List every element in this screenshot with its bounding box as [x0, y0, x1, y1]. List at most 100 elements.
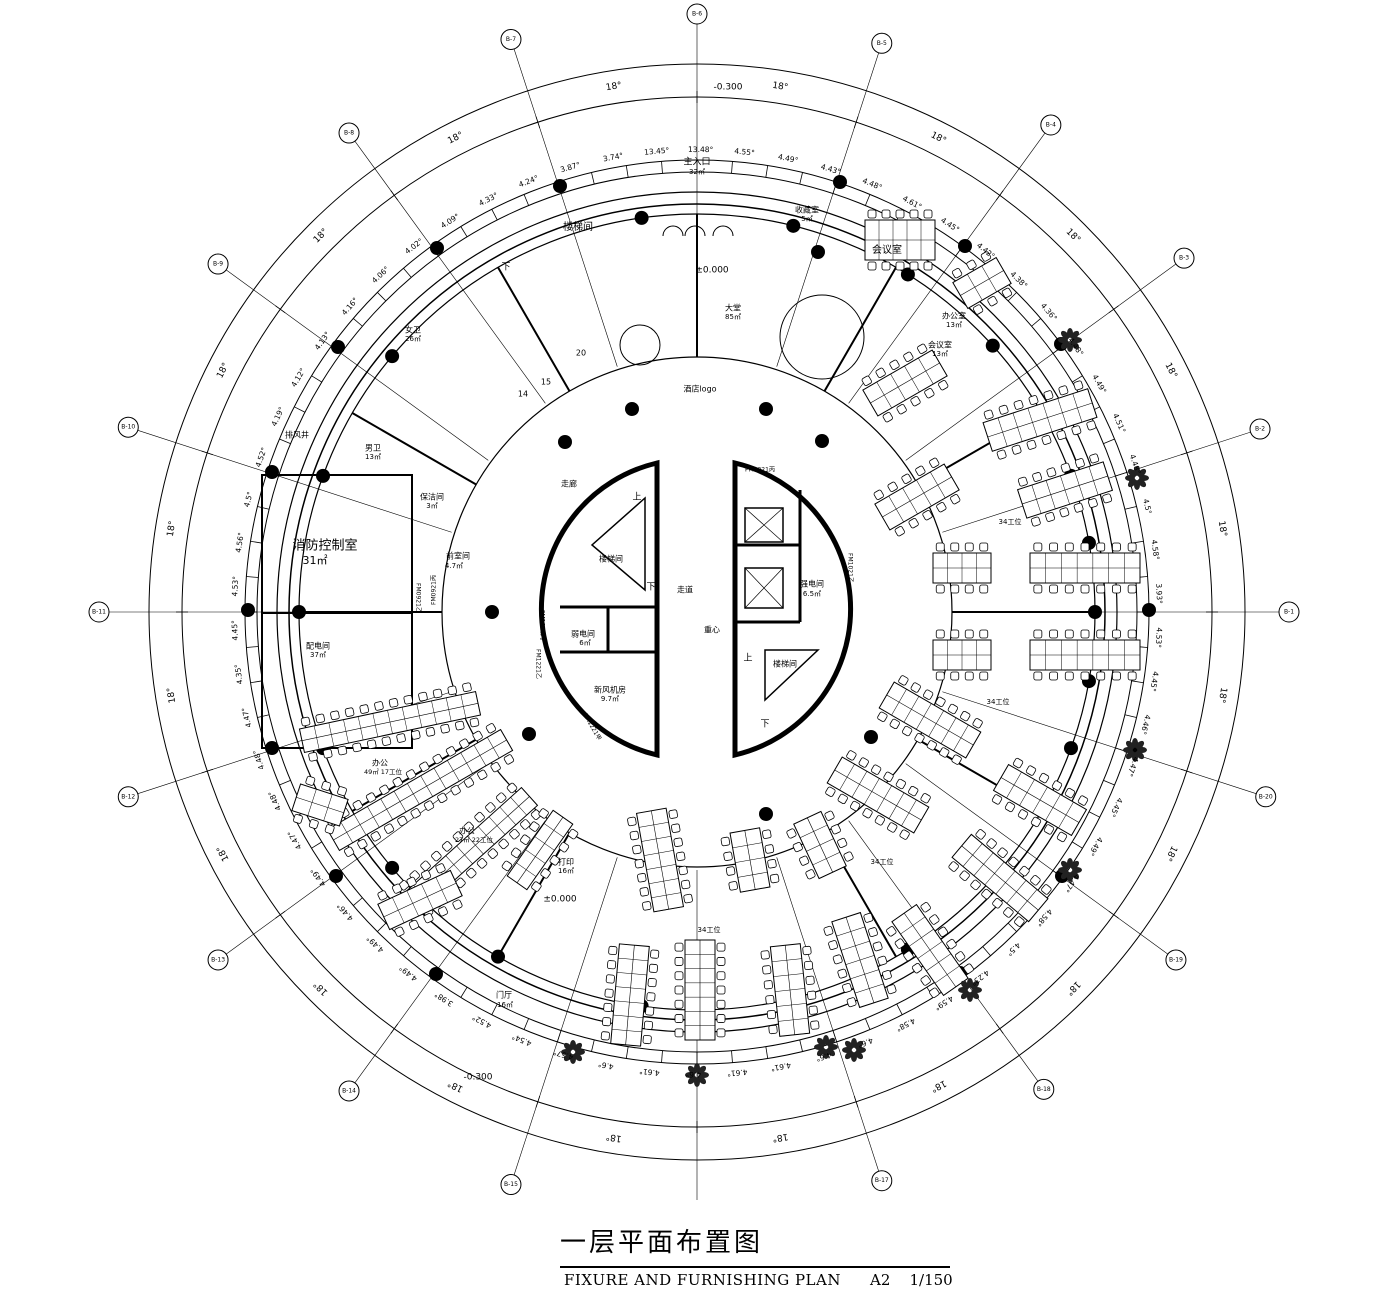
inner-dim-label: 4.52°	[470, 1013, 493, 1031]
room-label-office-a: 办公室	[942, 311, 966, 321]
chair	[980, 251, 992, 262]
dim-tick	[491, 1003, 498, 1015]
chair	[352, 800, 363, 811]
desk-divider	[328, 722, 335, 747]
radial-wall	[497, 266, 571, 392]
chair	[418, 691, 428, 702]
chair	[423, 913, 434, 924]
room-label-print-area: 16㎡	[558, 867, 574, 875]
chair	[716, 1028, 726, 1038]
desk-divider	[995, 870, 1016, 895]
axis-bubble	[1165, 949, 1187, 971]
dim-tick	[556, 181, 562, 194]
room-label-fire-control-area: 31㎡	[303, 554, 328, 567]
chair	[674, 971, 684, 981]
chair	[487, 848, 499, 859]
chair	[862, 808, 873, 819]
inner-dim-label: 4.49°	[308, 866, 327, 888]
desk-divider	[543, 823, 564, 838]
chair	[495, 792, 507, 803]
column	[329, 869, 343, 883]
workstation-s-1	[823, 911, 897, 1009]
desk-divider	[431, 700, 437, 725]
room-label-up-2: 上	[743, 653, 752, 664]
chair	[627, 816, 637, 827]
title-block: 一层平面布置图 FIXURE AND FURNISHING PLAN A2 1/…	[560, 1222, 980, 1289]
chair	[823, 925, 834, 936]
desk-divider	[984, 861, 1005, 886]
radial-wall	[823, 266, 897, 392]
axis-bubble	[1249, 418, 1271, 440]
chair	[716, 999, 726, 1009]
chair	[975, 829, 986, 840]
desk-divider	[340, 821, 353, 843]
workstation-s-4	[600, 943, 660, 1047]
chair	[830, 824, 841, 835]
desk-divider	[836, 926, 866, 937]
desk-divider	[380, 798, 393, 820]
dim-tick	[591, 172, 595, 185]
desk-divider	[618, 957, 649, 961]
column	[985, 338, 1000, 353]
chair	[895, 209, 905, 219]
desk-divider	[888, 792, 905, 819]
inner-dim-label: 4.6°	[685, 1070, 701, 1079]
dim-tick	[1071, 841, 1083, 849]
chair	[805, 869, 816, 880]
dim-tick	[246, 576, 259, 578]
chair	[1127, 542, 1137, 552]
entrance-door	[684, 225, 706, 237]
chair	[647, 978, 657, 988]
chair	[673, 837, 683, 848]
desk-divider	[433, 767, 447, 789]
leaf	[573, 1042, 583, 1052]
chair	[810, 1020, 820, 1030]
workstation-sw-2	[325, 723, 515, 857]
chair	[509, 828, 520, 840]
chair	[608, 945, 618, 956]
desk-divider	[406, 890, 419, 917]
chair	[646, 992, 656, 1002]
chair	[979, 629, 989, 639]
axis-line	[513, 48, 618, 367]
chair	[938, 380, 949, 391]
chair	[419, 761, 430, 772]
radial-wall	[351, 412, 477, 486]
plant-icon	[685, 1063, 709, 1087]
inner-dim-label: 4.5°	[1005, 941, 1023, 958]
plant-icon	[958, 978, 982, 1002]
column	[241, 603, 255, 617]
chair	[1056, 831, 1068, 843]
room-label-aisle: 走道	[677, 585, 693, 595]
desk-divider	[357, 716, 364, 741]
chair	[1028, 395, 1039, 405]
chair	[867, 209, 877, 219]
column	[430, 241, 444, 255]
core-west	[538, 459, 660, 759]
inner-dim-label: 4.6°	[856, 1036, 874, 1050]
column	[522, 727, 536, 741]
chair	[963, 963, 974, 974]
room-label-meeting-small-area: 13㎡	[932, 350, 948, 358]
desk-divider	[904, 365, 920, 393]
dim-tick	[403, 268, 412, 278]
desk-split	[960, 270, 1004, 296]
desk-divider	[450, 870, 463, 896]
dim-tick	[250, 540, 263, 544]
desk-divider	[1006, 880, 1027, 904]
chair	[1043, 390, 1054, 401]
room-label-lobby-area: 85㎡	[725, 313, 741, 321]
chair	[1064, 787, 1076, 799]
chair	[716, 957, 726, 966]
chair	[308, 751, 318, 762]
outer-dim-label: 18°	[215, 361, 231, 380]
chair	[337, 745, 348, 756]
chair	[447, 685, 458, 696]
chair	[501, 860, 513, 872]
outer-dim-label: 18°	[1216, 520, 1228, 537]
plant-icon	[1058, 328, 1082, 352]
chair	[441, 841, 453, 852]
axis-bubble	[207, 253, 229, 275]
desk-divider	[1031, 484, 1042, 514]
chair	[723, 851, 733, 861]
